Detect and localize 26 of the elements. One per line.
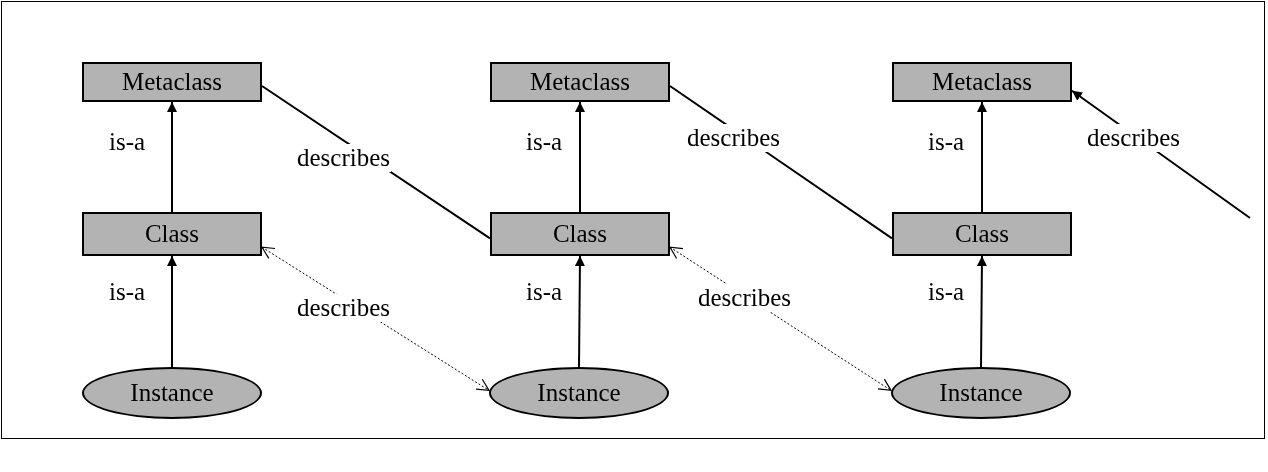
class-box: [490, 212, 670, 256]
class-box: [892, 62, 1072, 102]
edge-label: describes: [697, 284, 793, 312]
arrow: [167, 101, 177, 213]
arrow: [574, 255, 585, 368]
edge-label: describes: [296, 144, 392, 172]
arrow: [575, 101, 585, 213]
arrow: [976, 255, 987, 368]
arrow: [167, 255, 177, 368]
node-label: Instance: [939, 379, 1023, 407]
node-label: Class: [552, 220, 608, 248]
class-box: [490, 62, 670, 102]
node-label: Class: [954, 220, 1010, 248]
class-box: [82, 212, 262, 256]
class-box: [82, 62, 262, 102]
edge-label: describes: [296, 294, 392, 322]
node-label: Class: [144, 220, 200, 248]
arrow: [977, 101, 987, 213]
node-label: Metaclass: [530, 68, 630, 96]
node-label: Instance: [537, 379, 621, 407]
node-label: Instance: [130, 379, 214, 407]
edge-label: describes: [686, 124, 782, 152]
node-label: Metaclass: [122, 68, 222, 96]
node-label: Metaclass: [932, 68, 1032, 96]
class-box: [892, 212, 1072, 256]
edge-label: describes: [1086, 124, 1182, 152]
